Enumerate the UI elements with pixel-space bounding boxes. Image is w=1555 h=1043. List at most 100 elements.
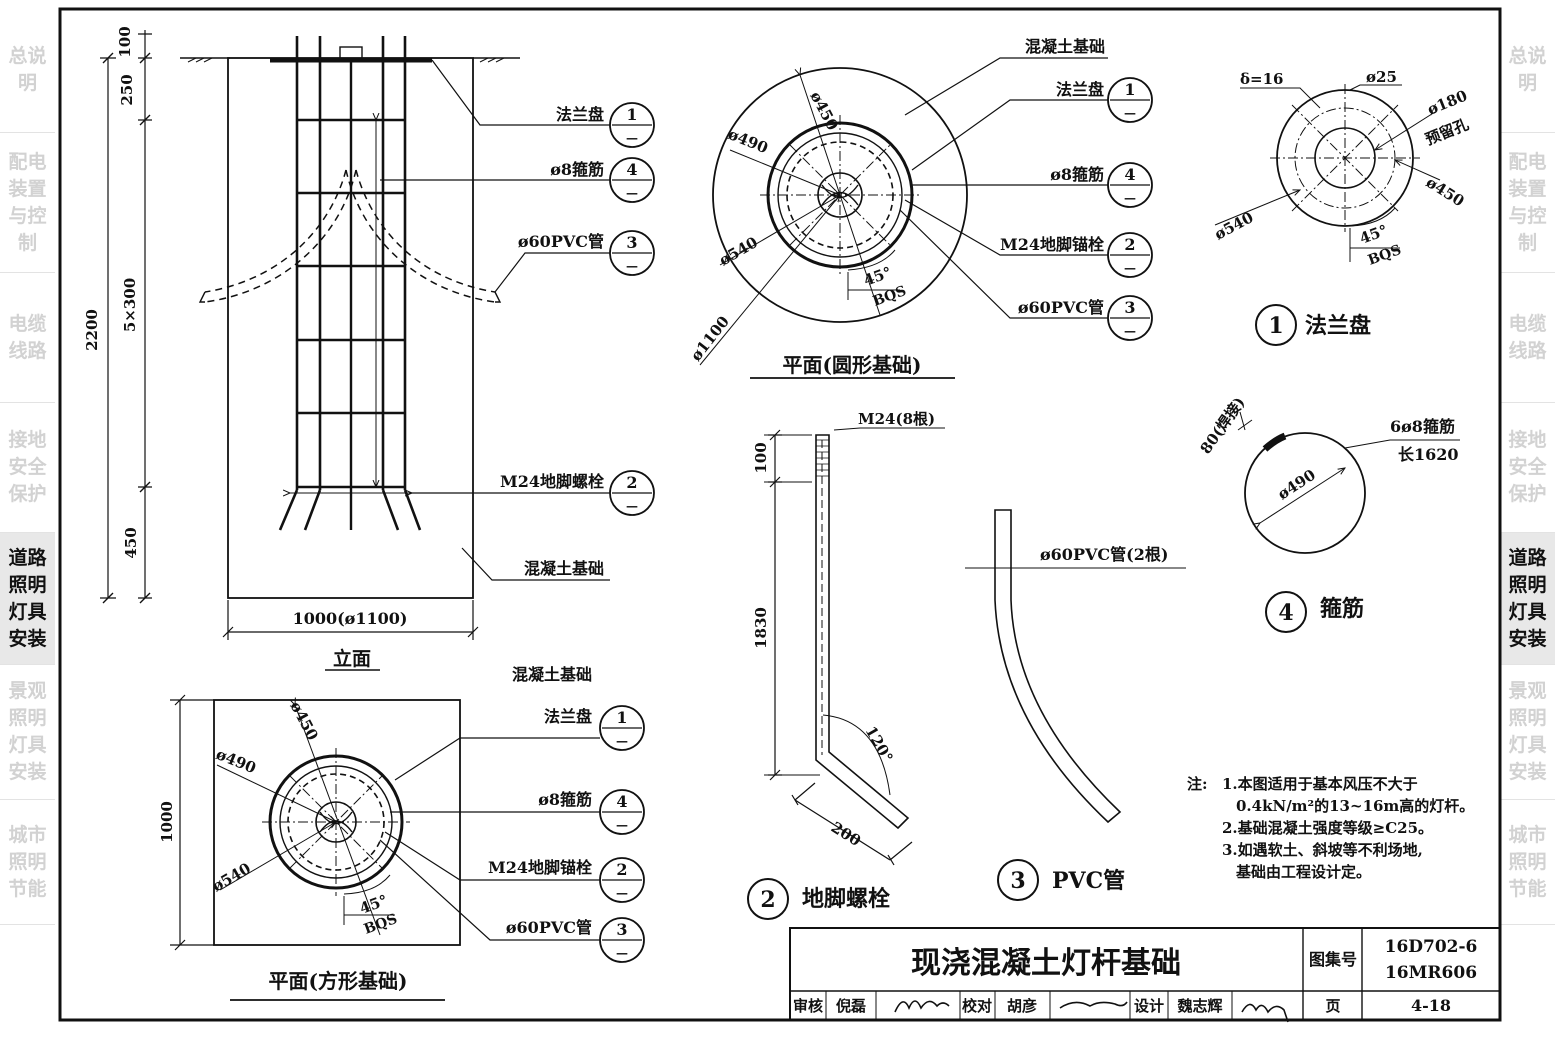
ref-number: 2: [616, 860, 627, 879]
review-label: 审核: [793, 997, 823, 1015]
dim-width: 1000(ø1100): [293, 609, 408, 628]
sidebar-tab-general[interactable]: 总说明: [1500, 8, 1555, 133]
flange-delta: δ=16: [1240, 70, 1283, 88]
ref-bubble: 4—: [609, 157, 655, 203]
drawing-title: 现浇混凝土灯杆基础: [911, 946, 1181, 981]
dim-d540: ø540: [716, 233, 761, 269]
ref-sheet: —: [1124, 106, 1136, 120]
callout-flange: 法兰盘: [544, 707, 592, 726]
title-block: [789, 927, 1501, 1023]
sidebar-tab-label: 总说明: [1508, 45, 1547, 94]
sidebar-tab-landscape[interactable]: 景观照明灯具安装: [1500, 665, 1555, 800]
sq-d450: ø450: [286, 698, 321, 743]
callout-concrete: 混凝土基础: [512, 665, 592, 684]
sidebar-tab-label: 接地安全保护: [1508, 429, 1547, 505]
sidebar-tab-grounding[interactable]: 接地安全保护: [1500, 403, 1555, 533]
callout-flange: 法兰盘: [556, 105, 604, 124]
sidebar-tab-label: 道路照明灯具安装: [1508, 546, 1547, 650]
stirrup-weld: 80(焊接): [1197, 394, 1249, 458]
sidebar-tab-label: 道路照明灯具安装: [8, 546, 47, 650]
ref-number: 2: [626, 473, 637, 492]
ref-sheet: —: [616, 734, 628, 748]
sidebar-tab-grounding[interactable]: 接地安全保护: [0, 403, 55, 533]
dim-d490: ø490: [726, 125, 771, 157]
ref-sheet: —: [616, 946, 628, 960]
plan-square-view: [170, 694, 600, 1001]
plan-square-ref-bubbles: 1— 4— 2— 3—: [599, 705, 645, 963]
sidebar-tab-label: 电缆线路: [8, 312, 47, 362]
sq-d490: ø490: [214, 745, 259, 777]
ref-sheet: —: [626, 499, 638, 513]
dim-450: 450: [122, 527, 140, 558]
callout-anchor: M24地脚锚栓: [488, 858, 593, 877]
flange-reserved: 预留孔: [1423, 115, 1471, 149]
ref-number: 3: [616, 920, 627, 939]
ref-bubble: 2—: [599, 857, 645, 903]
sidebar-tab-label: 配电装置与控制: [1508, 150, 1547, 254]
flange-title: 法兰盘: [1305, 313, 1371, 339]
plan-square-title: 平面(方形基础): [269, 969, 408, 993]
check-label: 校对: [962, 997, 992, 1015]
ref-number: 1: [626, 105, 637, 124]
sidebar-tab-energy[interactable]: 城市照明节能: [1500, 800, 1555, 925]
page-label: 页: [1325, 997, 1340, 1015]
bolt-dim-100: 100: [752, 442, 770, 473]
notes: 注: 1.本图适用于基本风压不大于 0.4kN/m²的13~16m高的灯杆。 2…: [1187, 775, 1474, 881]
ref-number: 4: [1124, 165, 1135, 184]
ref-bubble: 2—: [1107, 232, 1153, 278]
sidebar-tab-landscape[interactable]: 景观照明灯具安装: [0, 665, 55, 800]
sidebar-tab-cable[interactable]: 电缆线路: [1500, 273, 1555, 403]
callout-stirrup: ø8箍筋: [538, 790, 592, 809]
plan-circular-labels: ø450 ø490 ø540 ø1100 45° BQS 平面(圆形基础) 混凝…: [687, 37, 1105, 377]
notes-lead: 注:: [1187, 775, 1208, 793]
ref-sheet: —: [626, 186, 638, 200]
design-label: 设计: [1134, 997, 1164, 1015]
callout-pvc: ø60PVC管: [518, 232, 604, 251]
ref-sheet: —: [616, 818, 628, 832]
sidebar-tab-label: 总说明: [8, 45, 47, 94]
callout-stirrup: ø8箍筋: [1050, 165, 1104, 184]
dim-250: 250: [118, 74, 136, 105]
plan-square-labels: ø450 ø490 ø540 1000 45° BQS 平面(方形基础) 混凝土…: [158, 665, 593, 993]
pvc-spec: ø60PVC管(2根): [1040, 545, 1168, 564]
sidebar-tab-road-lighting[interactable]: 道路照明灯具安装: [0, 533, 55, 665]
sq-d540: ø540: [209, 859, 254, 895]
callout-anchor: M24地脚锚栓: [1000, 235, 1105, 254]
note-line: 1.本图适用于基本风压不大于: [1222, 775, 1418, 793]
callout-stirrup: ø8箍筋: [550, 160, 604, 179]
callout-concrete: 混凝土基础: [524, 559, 604, 578]
pvc-detail-labels: ø60PVC管(2根) 3 PVC管: [997, 545, 1168, 901]
sidebar-tab-distribution[interactable]: 配电装置与控制: [0, 133, 55, 273]
ref-sheet: —: [1124, 324, 1136, 338]
ref-number: 2: [1124, 235, 1135, 254]
dim-100: 100: [116, 26, 134, 57]
ref-bubble: 4—: [1107, 162, 1153, 208]
elevation-title: 立面: [333, 647, 371, 670]
flange-detail-view: [1214, 84, 1441, 262]
detail-number: 4: [1278, 600, 1293, 626]
dim-d1100: ø1100: [687, 313, 733, 365]
plan-circular-view: [699, 57, 1108, 379]
ref-bubble: 3—: [609, 230, 655, 276]
note-line: 基础由工程设计定。: [1235, 863, 1371, 881]
bolt-detail-view: [764, 427, 945, 866]
sidebar-tab-road-lighting[interactable]: 道路照明灯具安装: [1500, 533, 1555, 665]
ref-bubble: 1—: [599, 705, 645, 751]
sidebar-tab-general[interactable]: 总说明: [0, 8, 55, 133]
flange-bqs: BQS: [1366, 242, 1404, 269]
ref-number: 4: [626, 160, 637, 179]
flange-detail-labels: δ=16 ø25 ø180 预留孔 ø450 ø540 45° BQS 1 法兰…: [1211, 68, 1471, 346]
sidebar-tab-cable[interactable]: 电缆线路: [0, 273, 55, 403]
bolt-detail-labels: M24(8根) 100 1830 120° 200 2 地脚螺栓: [747, 410, 935, 920]
sidebar-tab-distribution[interactable]: 配电装置与控制: [1500, 133, 1555, 273]
bolt-dim-1830: 1830: [752, 607, 770, 649]
sheet-border: [58, 7, 1502, 1022]
ref-bubble: 3—: [599, 917, 645, 963]
detail-number: 3: [1010, 868, 1025, 894]
sidebar-tab-energy[interactable]: 城市照明节能: [0, 800, 55, 925]
ref-bubble: 3—: [1107, 295, 1153, 341]
sidebar-tab-label: 城市照明节能: [8, 823, 47, 900]
flange-d25: ø25: [1366, 68, 1397, 86]
stirrup-title: 箍筋: [1320, 596, 1364, 622]
